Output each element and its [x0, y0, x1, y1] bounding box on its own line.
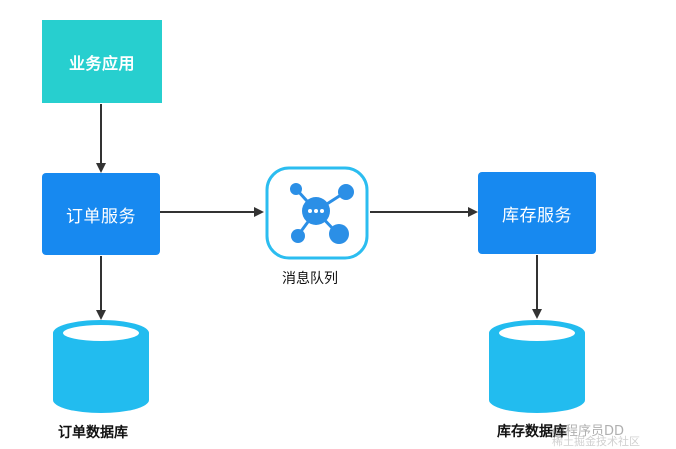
message-queue-label: 消息队列	[282, 271, 338, 287]
watermark: @程序员DD	[552, 424, 625, 439]
stock-db-label: 库存数据库	[497, 424, 567, 440]
watermark-sub: 稀土掘金技术社区	[552, 435, 640, 448]
business-app-label: 业务应用	[68, 53, 135, 73]
order-database-cylinder	[53, 320, 149, 413]
stock-service-label: 库存服务	[502, 205, 572, 226]
message-queue-hub-icon	[265, 166, 369, 260]
stock-service-box: 库存服务	[478, 172, 596, 254]
order-db-label: 订单数据库	[58, 425, 128, 441]
order-service-label: 订单服务	[66, 206, 136, 227]
stock-database-cylinder	[489, 320, 585, 413]
order-service-box: 订单服务	[42, 173, 160, 255]
business-app-box: 业务应用	[42, 20, 162, 103]
